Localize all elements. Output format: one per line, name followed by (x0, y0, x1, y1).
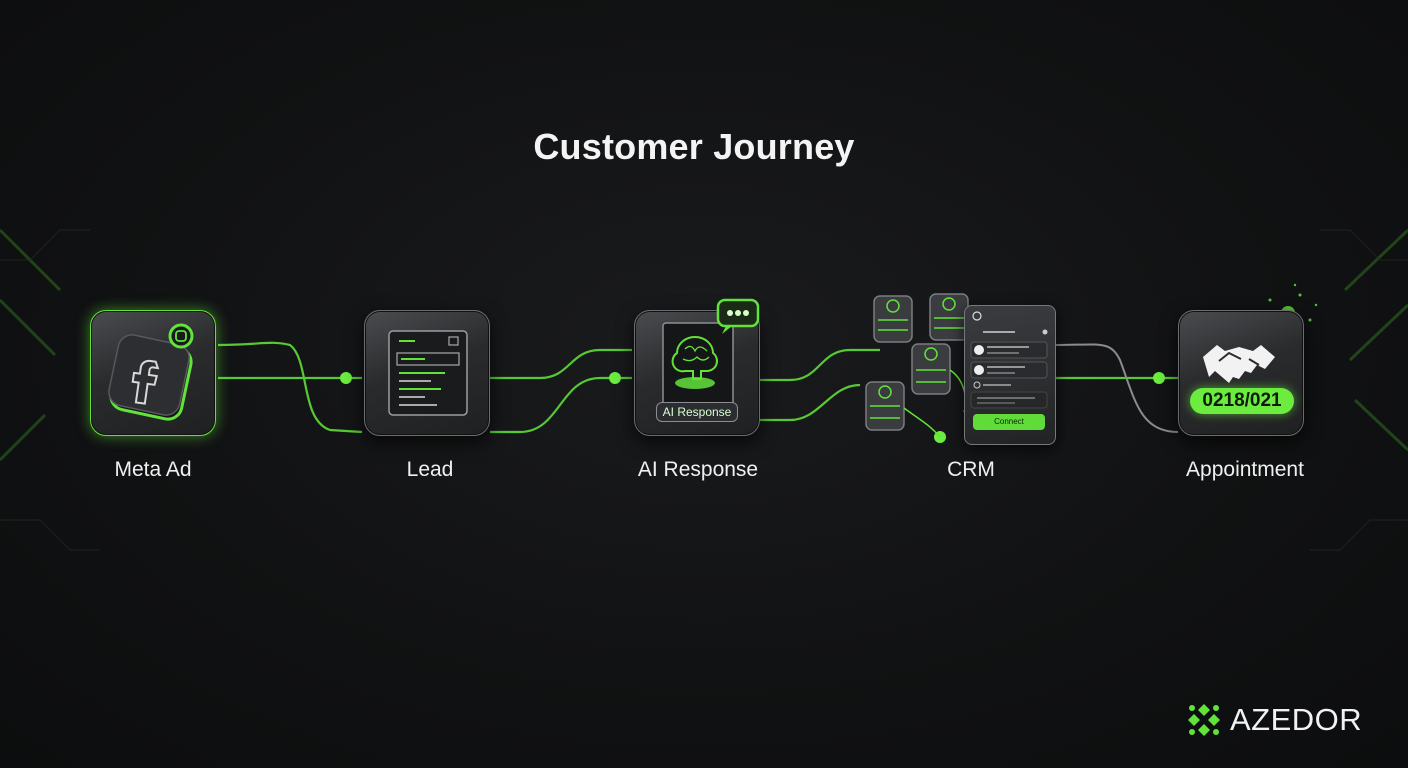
brand-name: AZEDOR (1230, 702, 1363, 737)
ai-response-badge: AI Response (656, 402, 738, 422)
crm-connect-button[interactable]: Connect (973, 414, 1045, 430)
handshake-icon (1203, 345, 1275, 383)
step-label-meta-ad: Meta Ad (114, 458, 192, 481)
step-label-appointment: Appointment (1186, 458, 1304, 481)
azedor-logo-icon (1188, 704, 1220, 736)
step-meta-ad-node (90, 310, 216, 436)
step-label-crm: CRM (947, 458, 995, 481)
step-appointment-node (1178, 310, 1304, 436)
brand-logo: AZEDOR (1186, 702, 1362, 738)
page-title: Customer Journey (533, 126, 855, 167)
brain-icon (662, 322, 734, 408)
step-label-lead: Lead (406, 458, 454, 481)
facebook-icon (108, 323, 194, 421)
appointment-date-badge: 0218/021 (1190, 388, 1294, 414)
crm-contact-list (970, 311, 1048, 409)
step-lead-node (364, 310, 490, 436)
form-icon (388, 330, 468, 416)
step-label-ai-response: AI Response (637, 458, 759, 481)
